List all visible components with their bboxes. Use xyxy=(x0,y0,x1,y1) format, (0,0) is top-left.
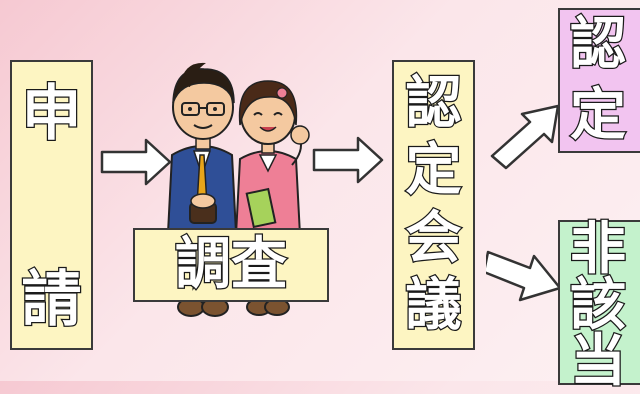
right-arrow-icon xyxy=(100,138,172,186)
certified-result-box: 認 定 xyxy=(558,8,640,153)
not-applicable-result-box: 非 該 当 xyxy=(558,217,640,391)
meeting-char-2: 定 xyxy=(404,138,463,204)
down-right-arrow-icon xyxy=(486,250,562,302)
application-char-1: 申 xyxy=(20,79,83,149)
application-box: 申 請 xyxy=(10,60,93,350)
investigation-char-2: 査 xyxy=(230,232,289,297)
not-applicable-char-1: 非 xyxy=(569,217,628,282)
investigation-box: 調 査 xyxy=(133,228,329,302)
meeting-char-1: 認 xyxy=(404,71,463,136)
certified-char-2: 定 xyxy=(569,82,628,148)
investigation-char-1: 調 xyxy=(174,232,233,297)
not-applicable-char-3: 当 xyxy=(569,329,628,394)
right-arrow-icon xyxy=(312,136,384,184)
application-char-2: 請 xyxy=(20,265,83,335)
certified-char-1: 認 xyxy=(569,12,628,78)
not-applicable-char-2: 該 xyxy=(569,273,628,338)
meeting-char-4: 議 xyxy=(404,272,463,338)
meeting-char-3: 会 xyxy=(404,205,463,271)
certification-meeting-box: 認 定 会 議 xyxy=(392,60,475,350)
up-right-arrow-icon xyxy=(490,104,560,170)
